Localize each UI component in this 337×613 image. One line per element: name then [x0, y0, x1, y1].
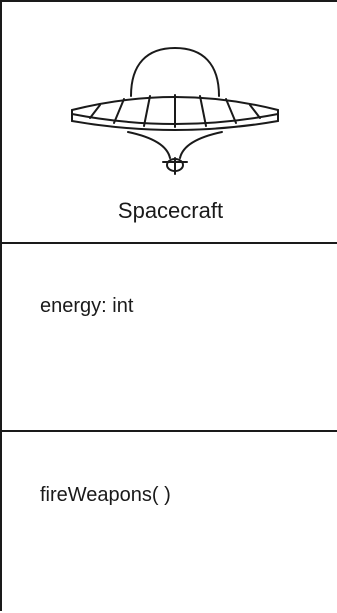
operation-fire-weapons: fireWeapons( )	[40, 484, 171, 506]
operations-compartment: fireWeapons( )	[2, 432, 337, 613]
flying-saucer-icon	[71, 47, 279, 175]
class-name: Spacecraft	[117, 198, 224, 223]
attribute-energy: energy: int	[40, 295, 134, 317]
attributes-compartment: energy: int	[2, 244, 337, 432]
class-name-compartment: Spacecraft	[2, 2, 337, 244]
